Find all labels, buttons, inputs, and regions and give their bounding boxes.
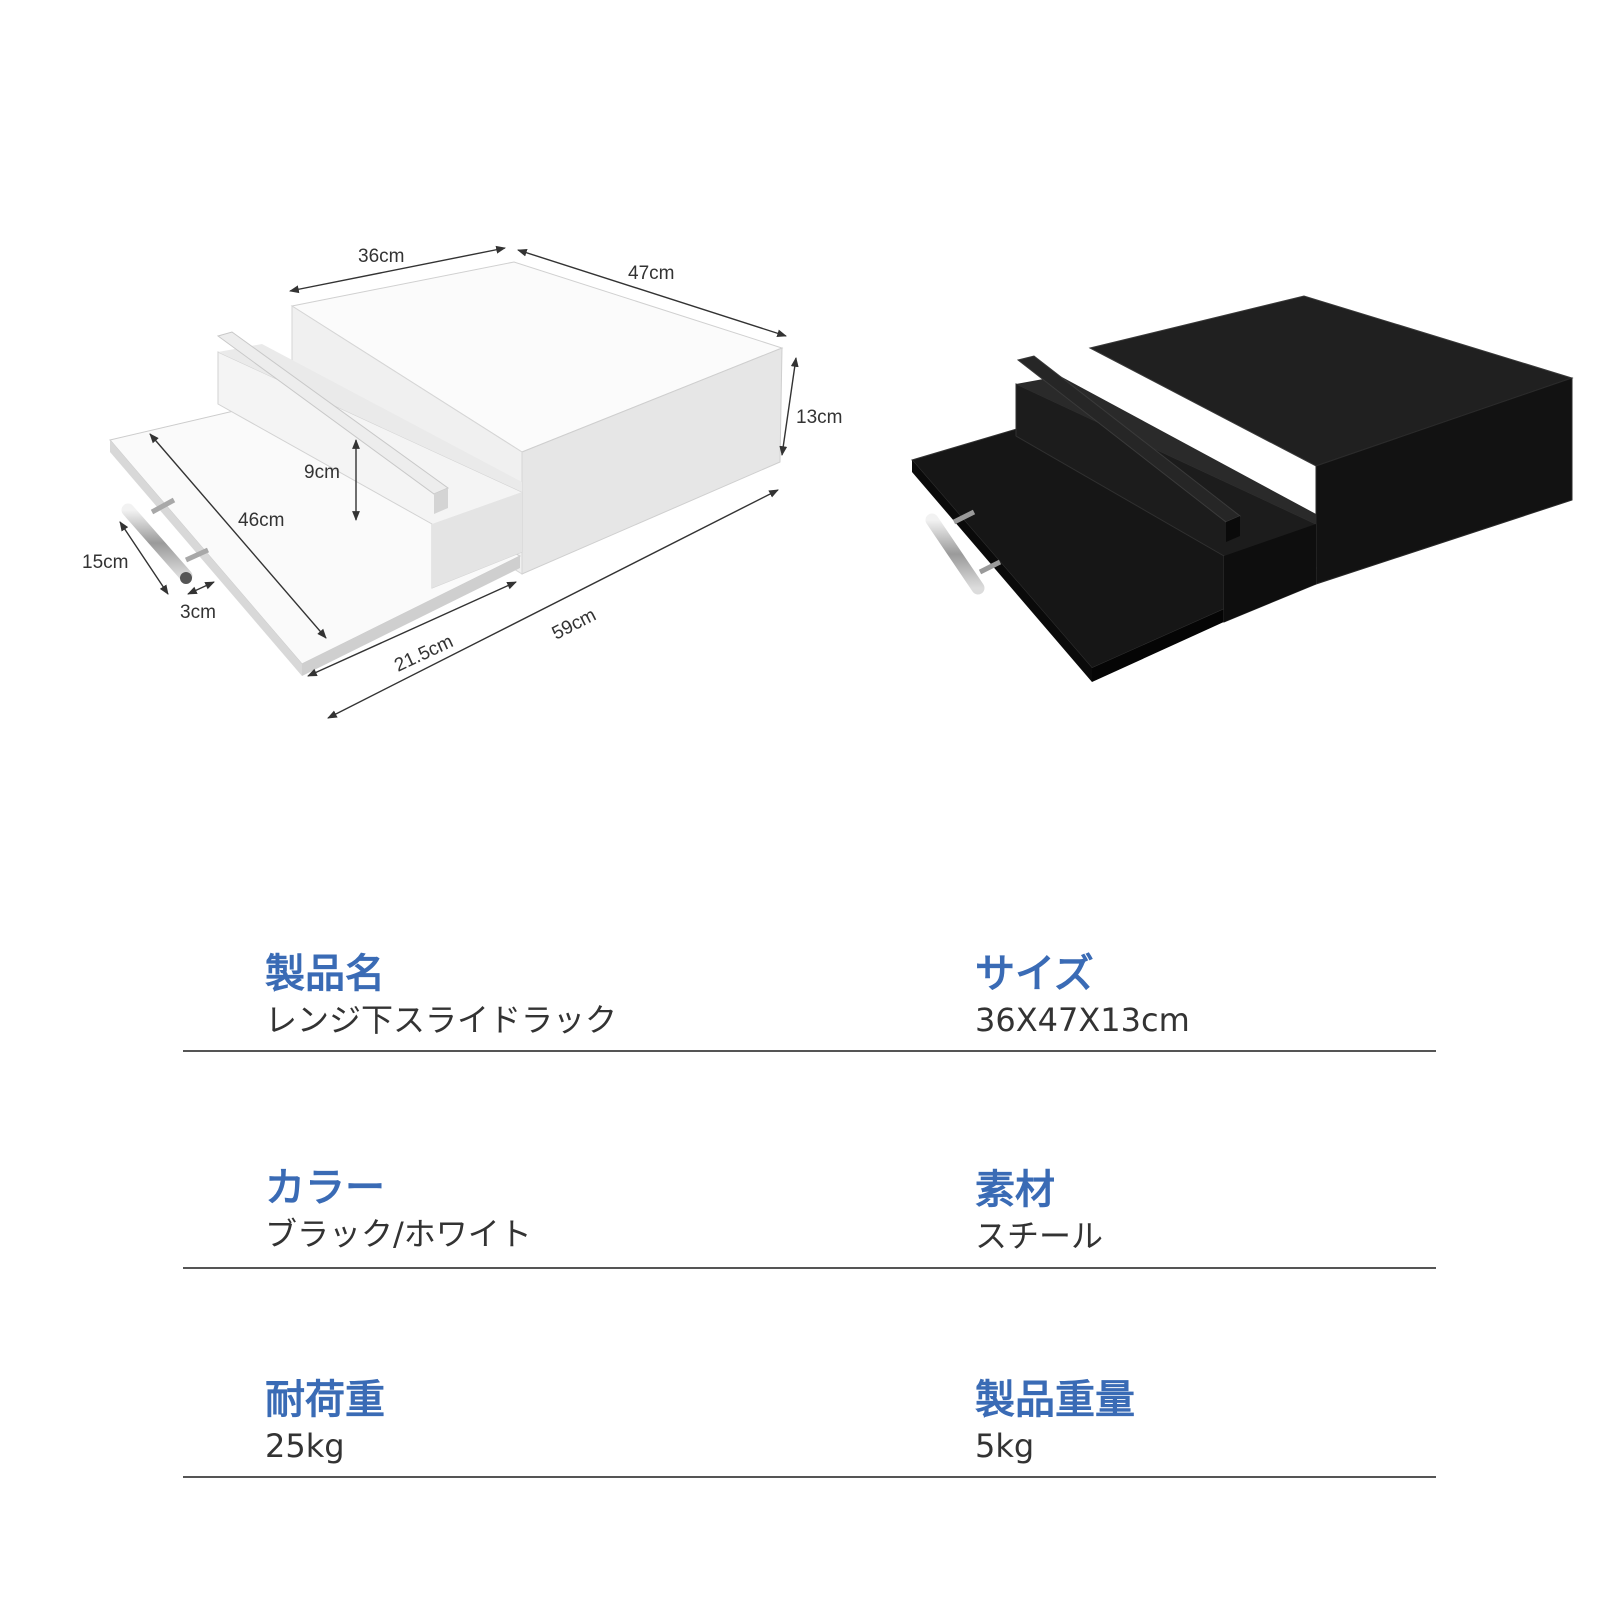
product-illustration: 36cm 47cm 13cm 9cm 46cm 15cm 3cm 21.5cm … — [82, 245, 1574, 719]
spec-value: スチール — [975, 1217, 1104, 1255]
spec-value: 5kg — [975, 1427, 1035, 1465]
black-rack-image — [911, 295, 1574, 682]
spec-value: 36X47X13cm — [975, 1001, 1190, 1039]
dim-height: 13cm — [796, 407, 842, 428]
spec-title: 耐荷重 — [265, 1377, 385, 1423]
dim-tray-depth: 46cm — [238, 510, 284, 531]
dim-depth: 47cm — [628, 263, 674, 284]
spec-product-weight: 製品重量 5kg — [975, 1378, 1135, 1464]
spec-value: レンジ下スライドラック — [265, 1001, 618, 1039]
spec-value: ブラック/ホワイト — [265, 1215, 532, 1253]
spec-value: 25kg — [265, 1427, 345, 1465]
spec-color: カラー ブラック/ホワイト — [265, 1166, 532, 1252]
spec-title: 製品重量 — [975, 1377, 1135, 1423]
spec-title: サイズ — [975, 951, 1094, 997]
spec-title: 製品名 — [265, 951, 385, 997]
divider — [183, 1476, 1436, 1478]
dim-handle-length: 15cm — [82, 552, 128, 573]
dim-total-depth: 59cm — [549, 605, 600, 645]
spec-load-capacity: 耐荷重 25kg — [265, 1378, 385, 1464]
dim-handle-offset: 3cm — [180, 602, 216, 623]
spec-title: 素材 — [975, 1167, 1055, 1213]
spec-title: カラー — [265, 1165, 385, 1211]
spec-product-name: 製品名 レンジ下スライドラック — [265, 952, 617, 1038]
dim-inner-height: 9cm — [304, 462, 340, 483]
spec-size: サイズ 36X47X13cm — [975, 952, 1190, 1038]
divider — [183, 1050, 1436, 1052]
dimension-lines — [119, 245, 799, 719]
dim-top-width: 36cm — [358, 246, 404, 267]
divider — [183, 1267, 1436, 1269]
spec-material: 素材 スチール — [975, 1168, 1103, 1254]
